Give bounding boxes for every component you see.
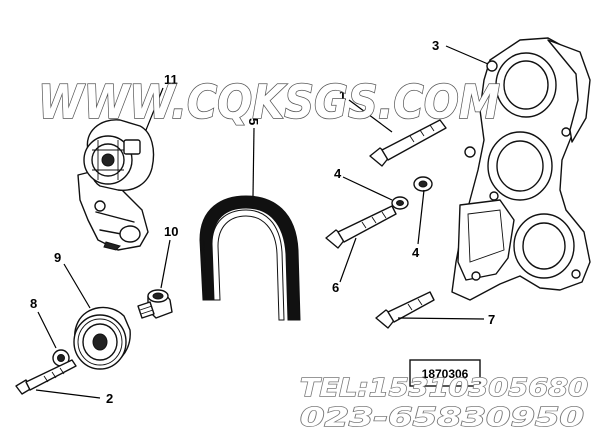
callout-7: 7 [488,312,495,327]
idler-pulley-part [73,306,131,370]
callout-1: 1 [339,88,346,103]
pulley-capscrew-part [15,359,77,395]
idler-stud-part [137,289,173,319]
callout-4-lower: 4 [412,245,420,260]
callout-11: 11 [164,72,178,87]
front-cover-housing-part [451,37,591,301]
callout-3: 3 [432,38,439,53]
figure-code-box: 1870306 [409,359,481,387]
callout-2: 2 [106,391,113,406]
tel-watermark: TEL:15310305680 [300,373,588,402]
v-ribbed-belt-part [199,195,301,321]
belt-tensioner-part [77,119,155,251]
callout-4-upper: 4 [334,166,342,181]
washer-part [52,349,70,367]
callout-9: 9 [54,250,61,265]
callout-5: 5 [246,118,261,125]
website-watermark: WWW.CQKSGS.COM [38,75,500,129]
callout-6: 6 [332,280,339,295]
callout-10: 10 [164,224,178,239]
capscrew-1-part [369,119,447,167]
leader-lines [35,45,489,399]
capscrew-7-part [375,291,435,329]
callout-8: 8 [30,296,37,311]
figure-code-text: 1870306 [422,367,469,381]
capscrew-6-part [325,205,397,249]
seal-washer-upper-part [413,176,433,192]
phone-watermark: 023-65830950 [300,403,584,433]
seal-washer-lower-part [391,196,409,210]
